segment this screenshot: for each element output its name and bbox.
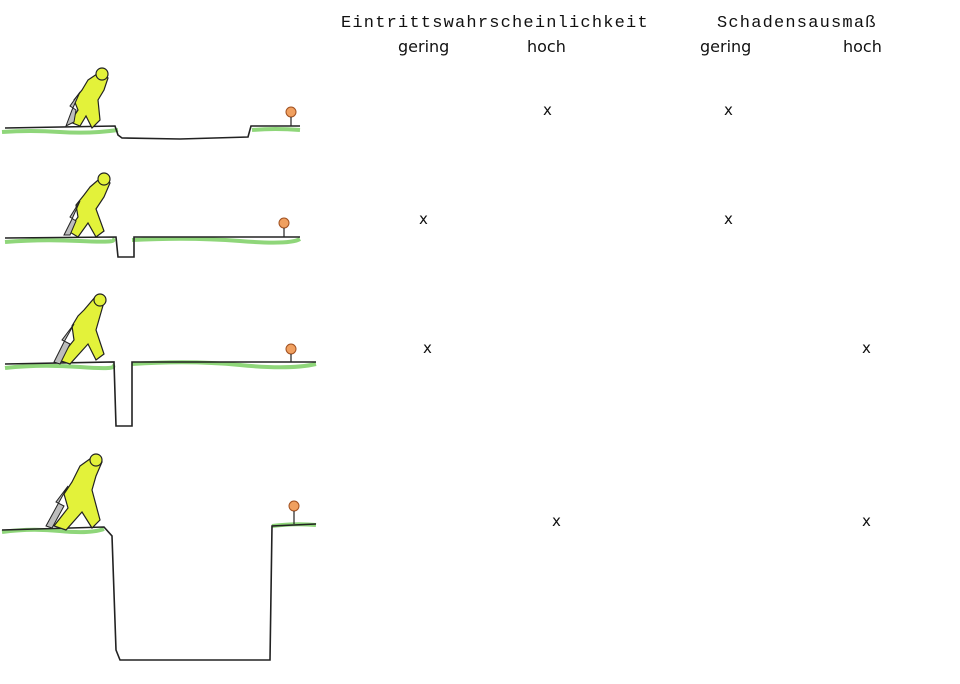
scene-2-small-ditch (4, 172, 302, 258)
flower-icon (278, 217, 290, 237)
impact-column-title: Schadensausmaß (717, 14, 877, 33)
row-3-impact-mark: x (862, 339, 871, 357)
running-figure-icon (65, 67, 109, 130)
flower-icon (285, 343, 297, 362)
row-2-impact-mark: x (724, 210, 733, 228)
impact-low-label: gering (700, 37, 752, 56)
running-figure-icon (53, 293, 107, 365)
row-4-probability-mark: x (552, 512, 561, 530)
impact-high-label: hoch (843, 37, 882, 56)
row-4-impact-mark: x (862, 512, 871, 530)
running-figure-icon (63, 172, 111, 238)
scene-1-wide-shallow-pit (1, 67, 301, 140)
flower-icon (288, 500, 300, 524)
row-1-impact-mark: x (724, 101, 733, 119)
running-figure-icon (45, 453, 103, 531)
probability-column-title: Eintrittswahrscheinlichkeit (341, 14, 649, 33)
row-3-probability-mark: x (423, 339, 432, 357)
row-1-probability-mark: x (543, 101, 552, 119)
scene-3-narrow-deep-shaft (4, 293, 317, 427)
row-2-probability-mark: x (419, 210, 428, 228)
probability-high-label: hoch (527, 37, 566, 56)
scene-4-wide-deep-pit (1, 453, 317, 661)
flower-icon (285, 106, 297, 126)
probability-low-label: gering (398, 37, 450, 56)
